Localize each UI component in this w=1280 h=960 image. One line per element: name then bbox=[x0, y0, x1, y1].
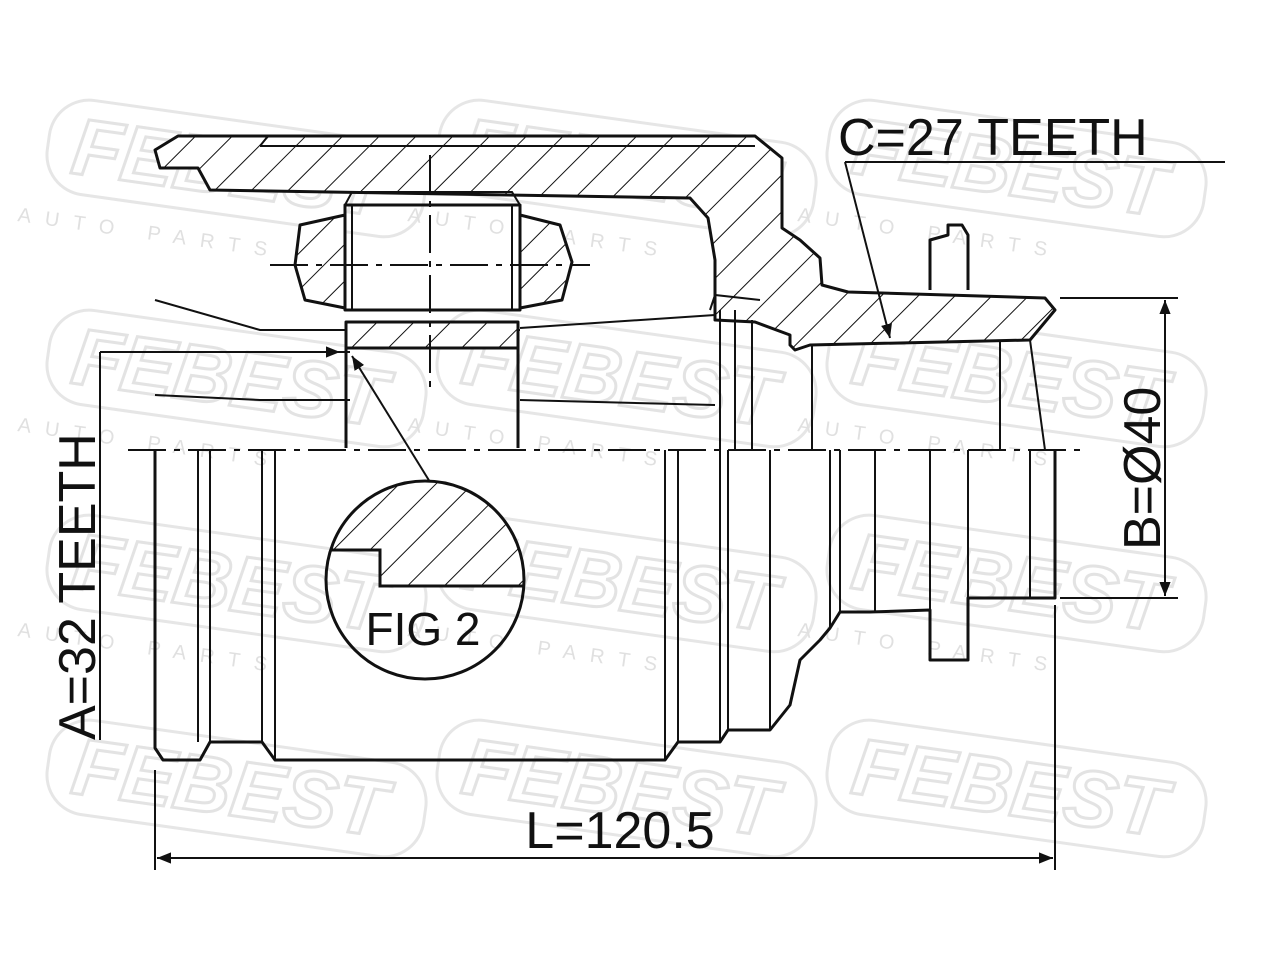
housing-outer bbox=[153, 450, 1057, 762]
label-a-group: A=32 TEETH bbox=[49, 346, 340, 740]
dimension-b: B=Ø40 bbox=[1060, 297, 1178, 599]
label-c-group: C=27 TEETH bbox=[838, 109, 1225, 339]
dimension-l: L=120.5 bbox=[154, 605, 1056, 870]
fig2-label: FIG 2 bbox=[365, 603, 480, 655]
roller-assembly bbox=[270, 155, 590, 448]
label-c-teeth: C=27 TEETH bbox=[838, 109, 1148, 167]
stub-shaft bbox=[928, 223, 970, 290]
label-l-length: L=120.5 bbox=[525, 802, 714, 860]
label-a-teeth: A=32 TEETH bbox=[49, 433, 107, 740]
label-b-diameter: B=Ø40 bbox=[1114, 387, 1172, 550]
housing-section bbox=[153, 134, 1057, 451]
watermark-logos: FEBEST AUTO PARTS FEBEST AUTO PARTS FEBE… bbox=[16, 98, 1208, 859]
fig2-detail: FIG 2 bbox=[324, 355, 526, 681]
